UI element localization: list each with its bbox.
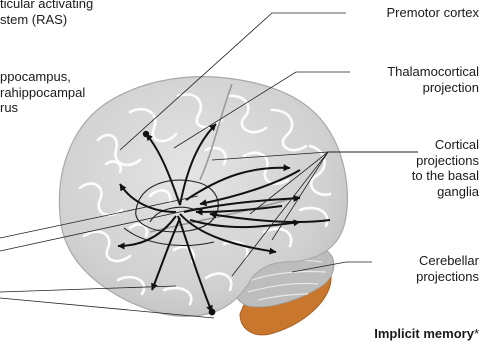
label-cortical-projections: Cortical projections to the basal gangli… — [412, 137, 479, 199]
label-implicit-memory: Implicit memory* — [374, 326, 479, 342]
implicit-memory-marker: * — [474, 326, 479, 341]
label-premotor-cortex: Premotor cortex — [387, 5, 479, 21]
label-hippocampus: ppocampus, rahippocampal rus — [0, 69, 85, 116]
label-ras: ticular activating stem (RAS) — [0, 0, 93, 27]
label-cerebellar-projections: Cerebellar projections — [416, 253, 479, 284]
implicit-memory-title: Implicit memory — [374, 326, 474, 341]
label-thalamocortical-projection: Thalamocortical projection — [387, 64, 479, 95]
